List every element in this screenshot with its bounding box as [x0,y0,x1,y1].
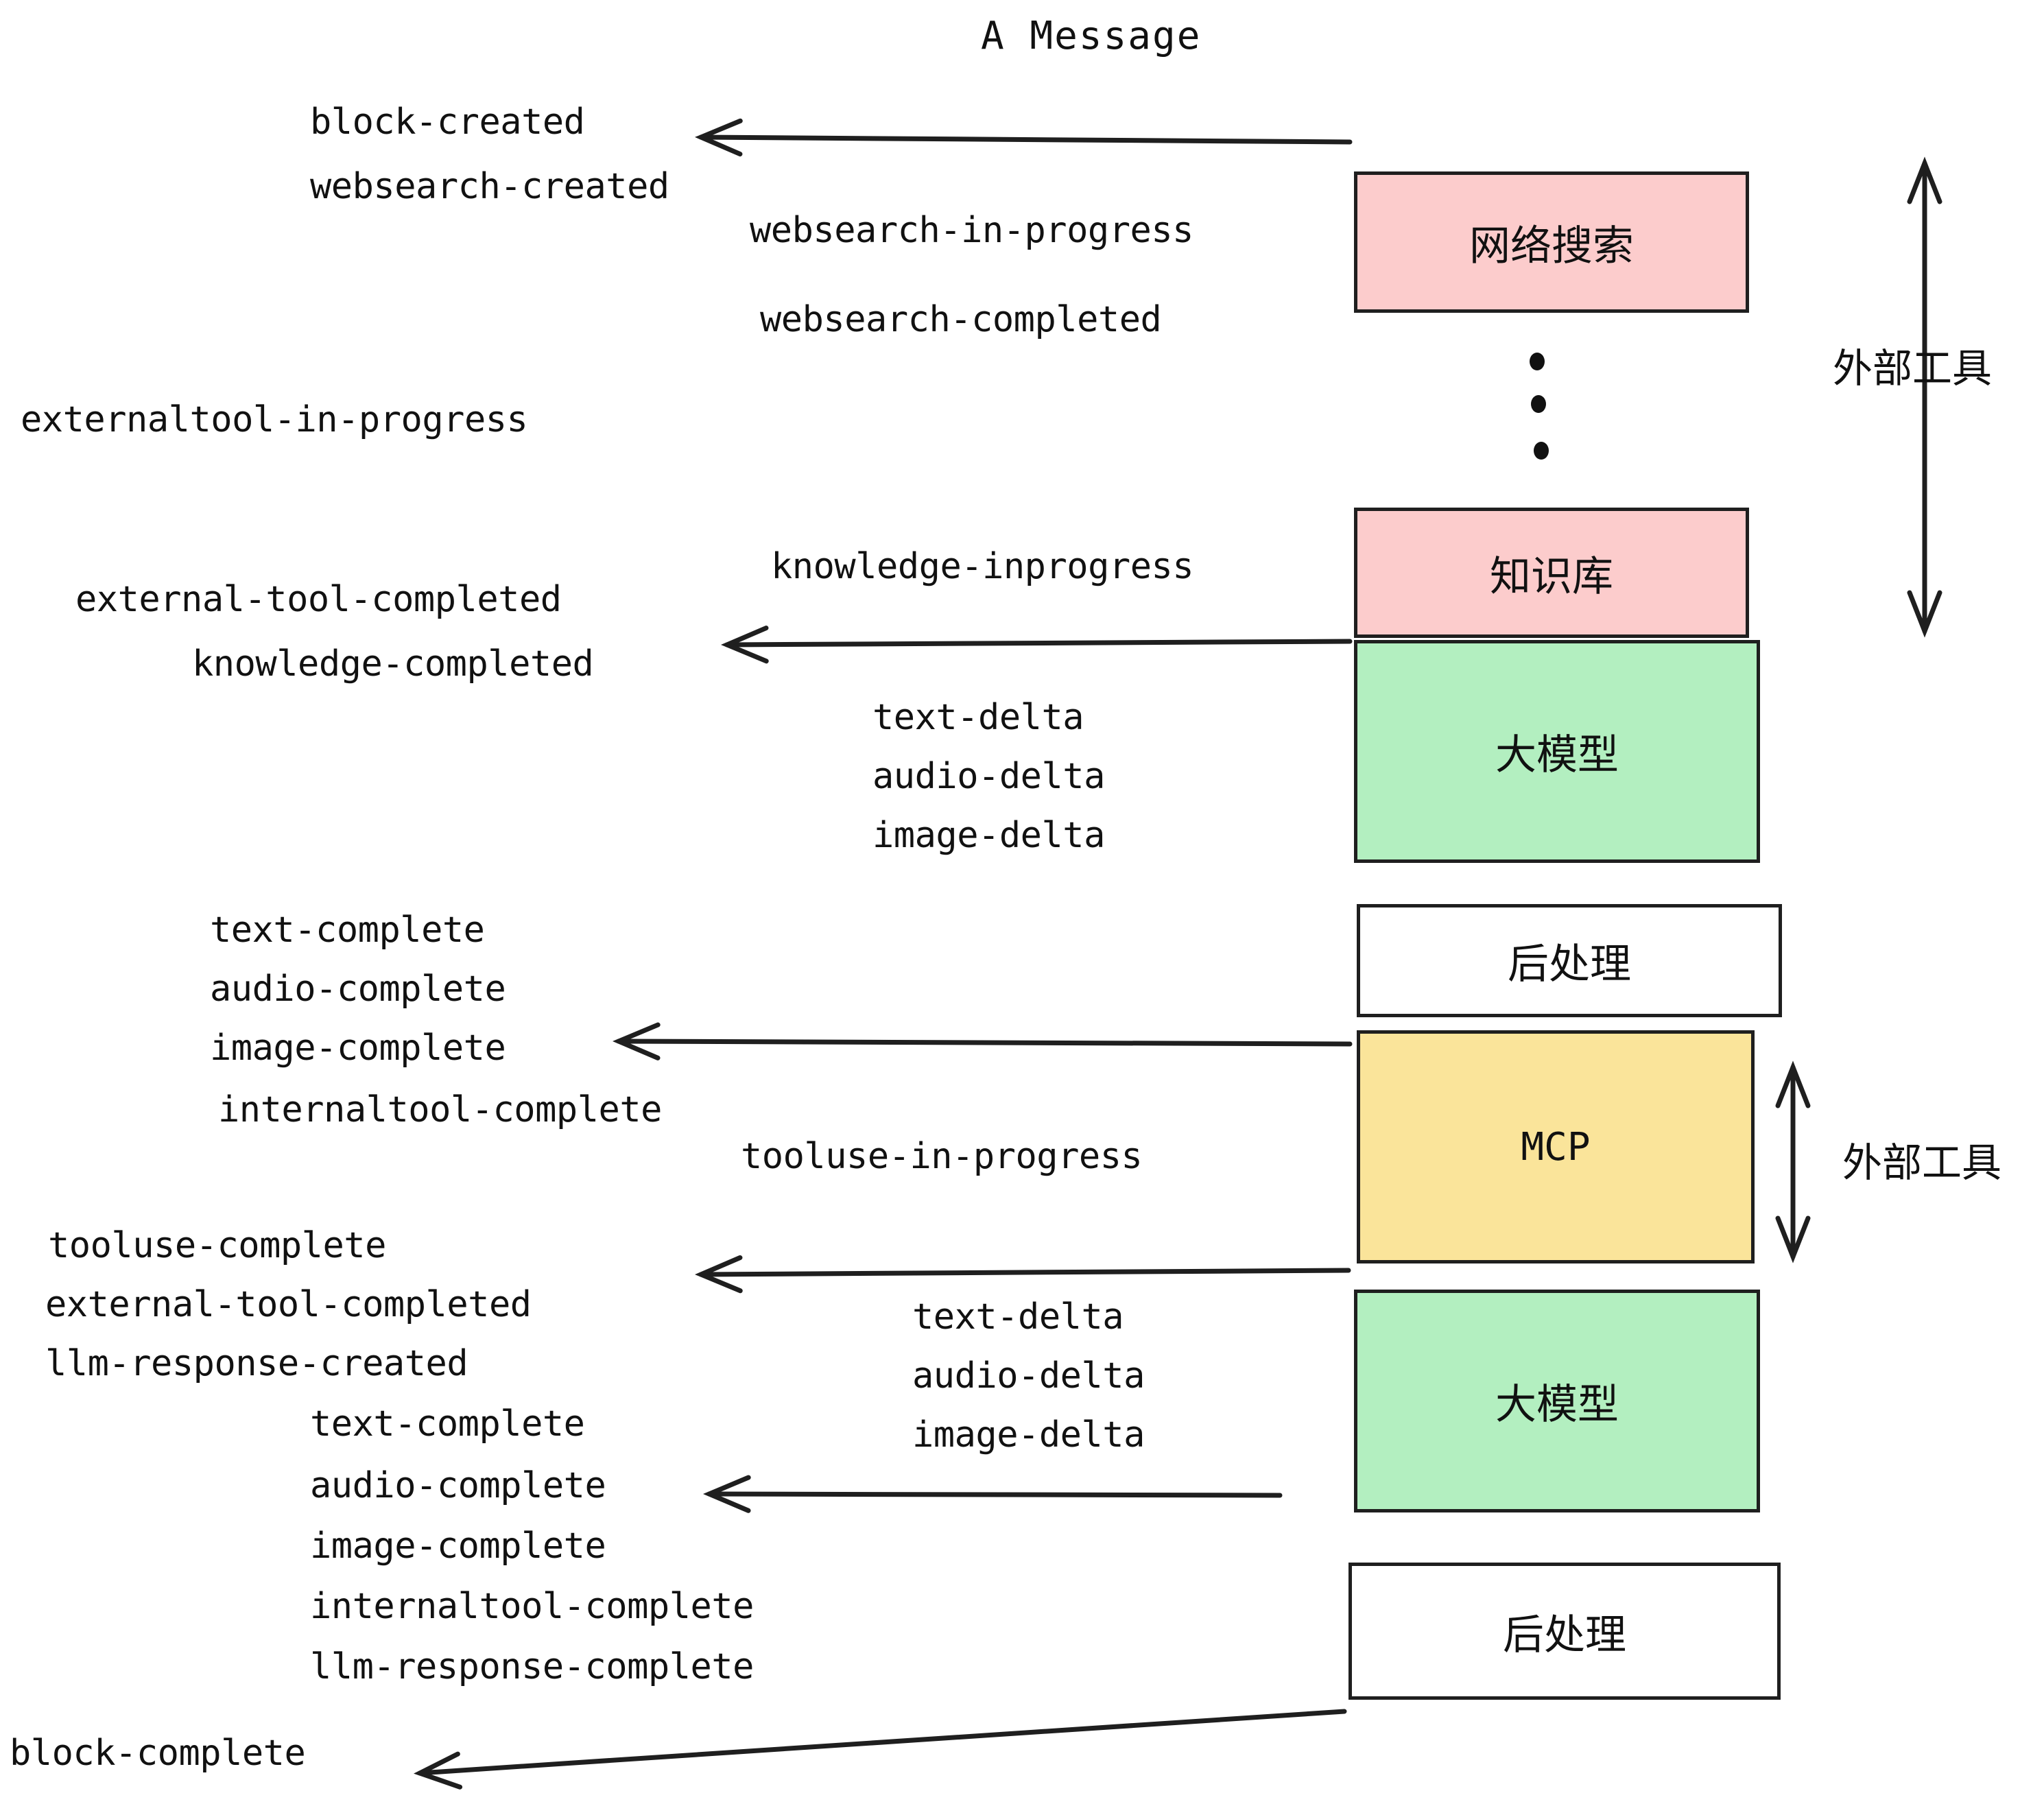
node-box-label: 大模型 [1495,1381,1619,1429]
ellipsis-dot-icon [1531,395,1546,413]
event-label-block-complete: block-complete [10,1733,306,1774]
event-label-audio-complete-1: audio-complete [210,969,506,1010]
event-label-image-complete-1: image-complete [210,1028,506,1069]
event-label-text-delta-1: text-delta [872,697,1084,738]
node-box-postprocess-2: 后处理 [1348,1563,1781,1700]
page-title: A Message [981,14,1202,58]
arrow-arrow-image-complete [613,1022,1353,1060]
event-label-llm-response-created: llm-response-created [45,1343,468,1384]
arrow-arrow-block-created [695,118,1353,157]
event-label-knowledge-inprogress: knowledge-inprogress [771,546,1194,587]
event-label-image-delta-2: image-delta [912,1414,1145,1456]
side-label-external-tool-top: 外部工具 [1833,345,1993,392]
event-label-external-tool-completed-2: external-tool-completed [45,1284,532,1325]
event-label-llm-response-complete: llm-response-complete [310,1646,754,1687]
node-box-label: 后处理 [1508,940,1631,988]
arrow-arrow-audio-complete [703,1475,1283,1513]
event-label-websearch-in-progress: websearch-in-progress [750,210,1193,251]
event-label-image-complete-2: image-complete [310,1526,606,1567]
event-label-text-complete-1: text-complete [210,910,485,951]
double-arrow-external-tool-arrow-top [1907,156,1942,638]
event-label-tooluse-complete: tooluse-complete [48,1225,386,1266]
event-label-block-created: block-created [310,102,585,143]
arrow-arrow-tooluse-complete [695,1255,1351,1294]
node-box-knowledge: 知识库 [1354,508,1749,638]
node-box-label: 网络搜索 [1469,222,1634,270]
node-box-llm-1: 大模型 [1354,640,1760,863]
node-box-label: MCP [1521,1124,1591,1170]
ellipsis-dot-icon [1534,442,1549,460]
node-box-label: 大模型 [1495,731,1619,779]
event-label-knowledge-completed: knowledge-completed [192,643,594,685]
event-label-tooluse-in-progress: tooluse-in-progress [741,1136,1143,1177]
arrow-arrow-knowledge-done [721,626,1353,664]
event-label-audio-complete-2: audio-complete [310,1465,606,1506]
event-label-externaltool-in-progress: externaltool-in-progress [21,399,528,440]
event-label-audio-delta-1: audio-delta [872,756,1105,797]
double-arrow-external-tool-arrow-bottom [1775,1060,1811,1263]
event-label-image-delta-1: image-delta [872,815,1105,856]
event-label-internaltool-complete-2: internaltool-complete [310,1586,754,1627]
event-label-websearch-completed: websearch-completed [760,299,1162,340]
node-box-label: 后处理 [1503,1611,1626,1659]
event-label-text-delta-2: text-delta [912,1296,1124,1338]
node-box-llm-2: 大模型 [1354,1290,1760,1512]
event-label-internaltool-complete-1: internaltool-complete [218,1089,662,1130]
ellipsis-dot-icon [1530,353,1545,370]
event-label-external-tool-completed-1: external-tool-completed [75,579,562,620]
side-label-external-tool-bottom: 外部工具 [1842,1139,2002,1186]
event-label-websearch-created: websearch-created [310,166,669,207]
node-box-label: 知识库 [1490,552,1613,601]
node-box-websearch: 网络搜索 [1354,171,1749,313]
arrow-arrow-block-complete [414,1709,1347,1790]
node-box-mcp: MCP [1357,1030,1755,1263]
node-box-postprocess-1: 后处理 [1357,904,1782,1017]
event-label-audio-delta-2: audio-delta [912,1355,1145,1397]
event-label-text-complete-2: text-complete [310,1403,585,1445]
